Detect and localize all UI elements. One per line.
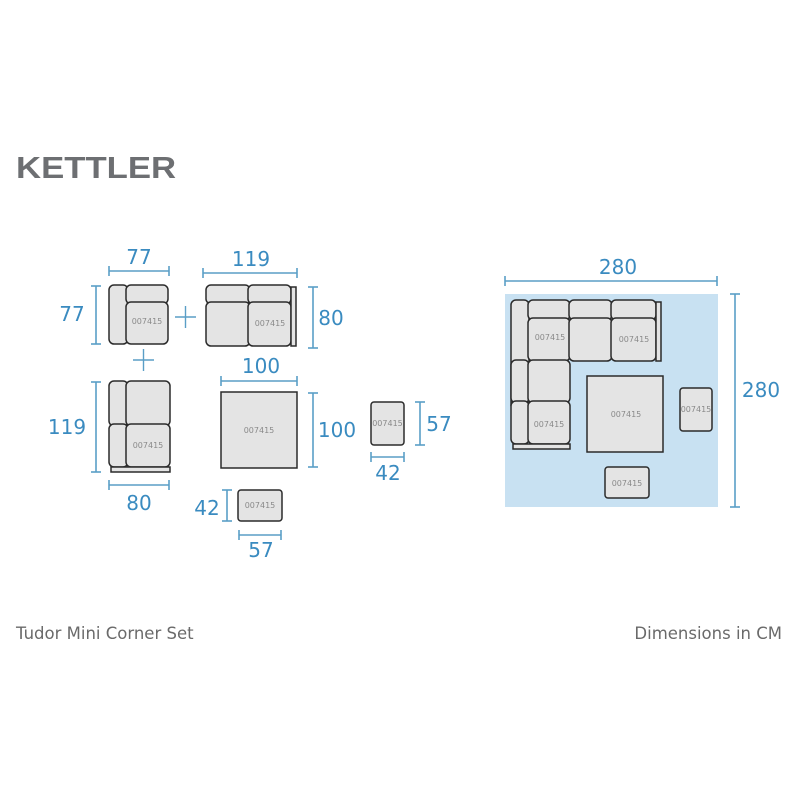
product-code: 007415	[619, 335, 650, 344]
chaise-unit: 119 80 007415	[48, 380, 171, 515]
product-code: 007415	[612, 479, 643, 488]
corner-unit: 77 77 007415	[59, 245, 170, 345]
product-code: 007415	[611, 410, 642, 419]
product-code: 007415	[681, 405, 712, 414]
layout-width-label: 280	[599, 255, 637, 279]
stool-h-depth-label: 42	[194, 496, 219, 520]
product-code: 007415	[133, 441, 164, 450]
product-code: 007415	[245, 501, 276, 510]
plus-icon	[133, 349, 154, 371]
product-code: 007415	[372, 419, 403, 428]
product-code: 007415	[255, 319, 286, 328]
product-code: 007415	[132, 317, 163, 326]
kettler-logo: KETTLER	[16, 150, 177, 185]
coffee-table: 100 100 007415	[220, 354, 356, 469]
units-note: Dimensions in CM	[634, 624, 782, 643]
plus-icon	[175, 306, 196, 328]
product-code: 007415	[534, 420, 565, 429]
stool-vertical: 007415 57 42	[370, 401, 452, 485]
table-depth-label: 100	[318, 418, 356, 442]
stool-width-label: 42	[375, 461, 400, 485]
corner-depth-label: 77	[59, 302, 84, 326]
two-seater-depth-label: 80	[318, 306, 343, 330]
chaise-length-label: 119	[48, 415, 86, 439]
layout-plan: 280 280 007415 007415 007415 007415 0074…	[504, 255, 780, 508]
table-width-label: 100	[242, 354, 280, 378]
stool-h-width-label: 57	[248, 538, 273, 562]
stool-depth-label: 57	[426, 412, 451, 436]
two-seater-width-label: 119	[232, 247, 270, 271]
product-name: Tudor Mini Corner Set	[16, 624, 194, 643]
chaise-width-label: 80	[126, 491, 151, 515]
stool-horizontal: 007415 42 57	[194, 489, 283, 562]
corner-width-label: 77	[126, 245, 151, 269]
product-code: 007415	[244, 426, 275, 435]
layout-depth-label: 280	[742, 378, 780, 402]
two-seater-unit: 119 80 007415	[202, 247, 344, 349]
product-code: 007415	[535, 333, 566, 342]
